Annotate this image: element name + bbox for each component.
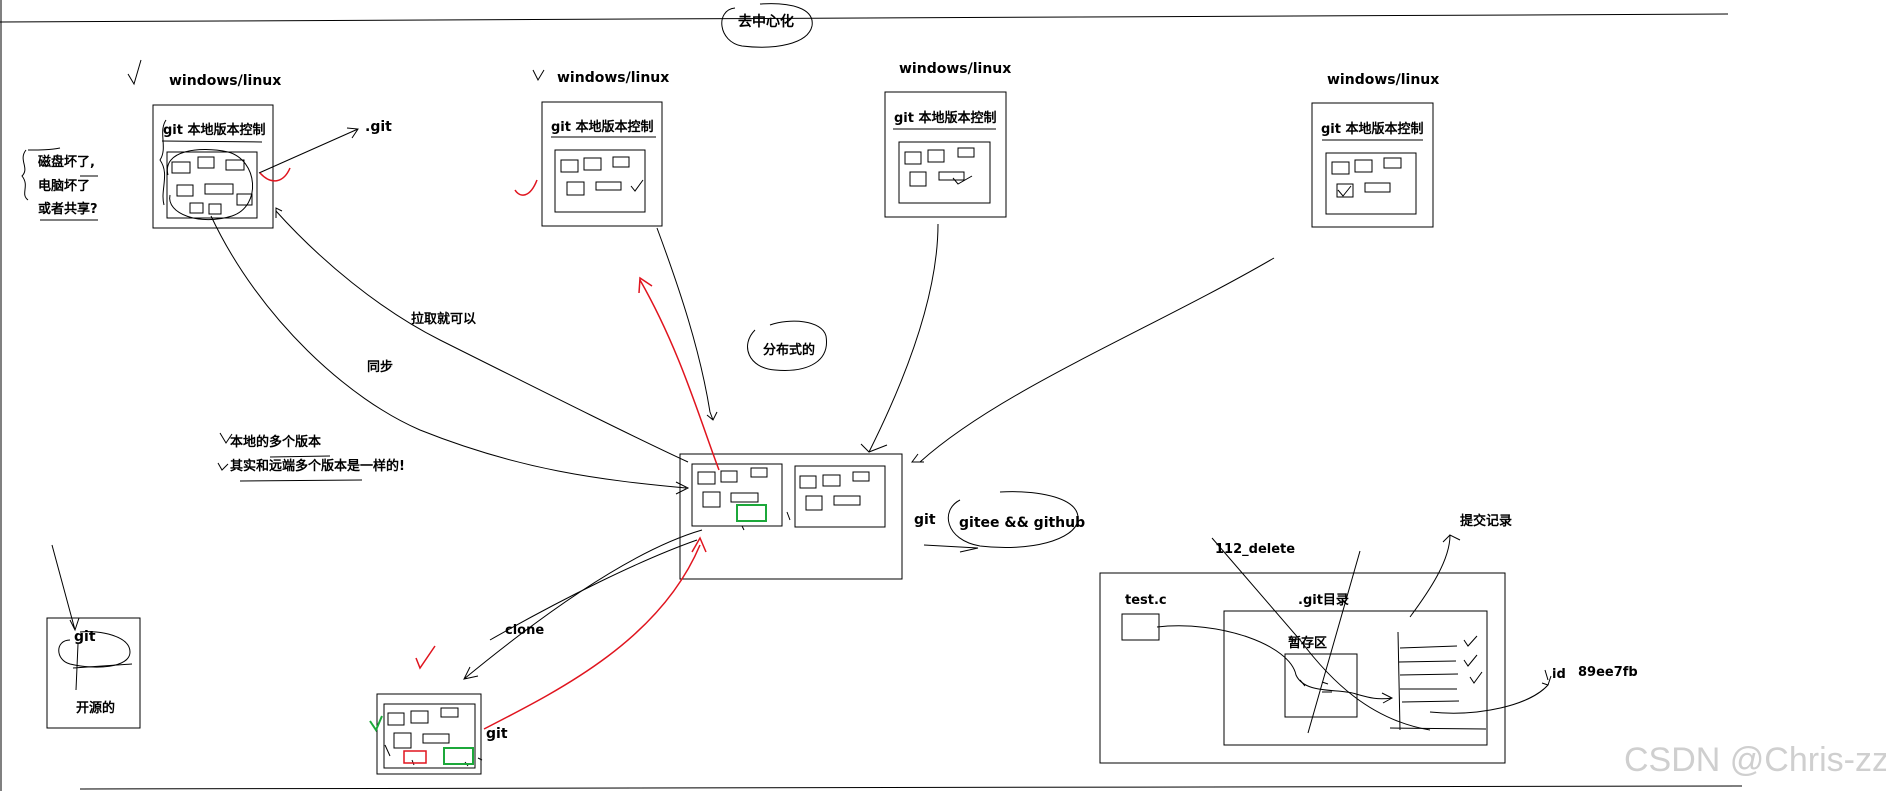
distributed-circle bbox=[747, 320, 827, 371]
machine-1-os-label: windows/linux bbox=[169, 73, 282, 89]
brace-left bbox=[21, 149, 29, 201]
clone-arrow-right bbox=[489, 539, 698, 641]
stage-label: 暂存区 bbox=[1288, 636, 1328, 651]
repo-outer-box bbox=[1099, 572, 1506, 764]
machine-3-inner-box bbox=[898, 141, 991, 204]
test-c-file-box bbox=[1121, 613, 1160, 641]
server-underline bbox=[923, 544, 979, 553]
machine-1-brace bbox=[159, 119, 167, 206]
stage-box bbox=[1284, 653, 1358, 718]
circle-around-notes bbox=[27, 147, 61, 151]
commit-name-label: 112_delete bbox=[1215, 542, 1296, 557]
client-inner-box bbox=[383, 703, 476, 769]
machine-4-vc-label: git 本地版本控制 bbox=[1321, 122, 1424, 137]
git-dir-title: .git目录 bbox=[1298, 593, 1349, 608]
red-client-to-server-arrow bbox=[483, 536, 707, 730]
platform-circle bbox=[947, 491, 1079, 549]
machine-box-3 bbox=[884, 91, 1007, 218]
machine4-line bbox=[911, 257, 1275, 463]
machine-4-inner-box bbox=[1325, 152, 1417, 215]
machine-3-vc-label: git 本地版本控制 bbox=[894, 111, 997, 126]
check-2 bbox=[532, 69, 545, 82]
machine-1-dashed-circle bbox=[166, 149, 254, 220]
green-check-client bbox=[369, 715, 383, 733]
top-divider-line bbox=[0, 13, 1729, 23]
delete-line bbox=[1211, 537, 1431, 731]
check-1 bbox=[127, 59, 142, 86]
clone-arrow-left bbox=[463, 529, 703, 680]
machine-1-underline bbox=[161, 140, 263, 143]
note-pc-broken: 电脑坏了 bbox=[38, 179, 91, 194]
server-left-panel bbox=[691, 463, 783, 527]
distributed-label: 分布式的 bbox=[763, 343, 816, 358]
id-pointer-arrow bbox=[1429, 669, 1552, 714]
diagram-title: 去中心化 bbox=[738, 14, 794, 30]
commit-record-arrow bbox=[1409, 534, 1461, 618]
open-source-git-box bbox=[46, 617, 141, 729]
git-dir-label: .git bbox=[365, 119, 392, 135]
machine-1-vc-label: git 本地版本控制 bbox=[163, 123, 266, 138]
title-circle bbox=[721, 3, 813, 48]
machine-2-os-label: windows/linux bbox=[557, 70, 670, 86]
platforms-label: gitee && github bbox=[959, 515, 1086, 531]
commit-record-label: 提交记录 bbox=[1460, 514, 1513, 529]
machine1-to-git-dir-arrow bbox=[258, 127, 359, 174]
red-check-machine2 bbox=[514, 179, 538, 196]
green-marker-client bbox=[443, 747, 474, 765]
machine-2-inner-box bbox=[554, 149, 646, 213]
file-to-stage-arrow bbox=[1156, 625, 1394, 704]
machine-3-os-label: windows/linux bbox=[899, 61, 1012, 77]
local-versions-label: 本地的多个版本 bbox=[230, 435, 322, 450]
local-versions-underline bbox=[269, 455, 331, 458]
machine-box-2 bbox=[541, 101, 663, 227]
remote-versions-label: 其实和远端多个版本是一样的! bbox=[230, 459, 405, 474]
note-disk-broken: 磁盘坏了, bbox=[38, 155, 95, 170]
bullet-checks bbox=[217, 432, 233, 471]
green-marker-server bbox=[736, 504, 767, 522]
red-push-arrow bbox=[638, 276, 720, 471]
sync-label: 同步 bbox=[367, 360, 394, 375]
red-check-machine1 bbox=[259, 167, 291, 182]
server-right-panel bbox=[794, 465, 886, 528]
machine2-line bbox=[656, 227, 718, 421]
pull-arrow bbox=[275, 207, 689, 463]
open-source-git-label: git bbox=[74, 629, 96, 645]
pull-label: 拉取就可以 bbox=[411, 312, 477, 327]
red-check-bottom bbox=[415, 645, 436, 670]
server-box bbox=[679, 453, 903, 580]
server-git-label: git bbox=[914, 512, 936, 528]
client-git-label: git bbox=[486, 726, 508, 742]
clone-label: clone bbox=[505, 623, 545, 638]
bottom-divider-line bbox=[79, 785, 1743, 790]
commit-log-lines bbox=[1389, 631, 1487, 731]
git-dir-box bbox=[1223, 610, 1488, 746]
machine-box-4 bbox=[1311, 102, 1434, 228]
id-value: 89ee7fb bbox=[1578, 665, 1638, 680]
id-label: id bbox=[1552, 667, 1566, 682]
csdn-watermark: CSDN @Chris-zz bbox=[1624, 741, 1886, 779]
remote-versions-underline bbox=[239, 479, 363, 482]
client-box bbox=[376, 693, 482, 775]
test-c-label: test.c bbox=[1125, 593, 1167, 608]
note-or-share: 或者共享? bbox=[38, 202, 98, 217]
machine-4-os-label: windows/linux bbox=[1327, 72, 1440, 88]
arrow-down-to-git-box bbox=[51, 544, 80, 632]
open-source-label: 开源的 bbox=[76, 701, 116, 716]
sync-arrow bbox=[210, 215, 690, 495]
machine3-line bbox=[860, 223, 939, 453]
machine-2-vc-label: git 本地版本控制 bbox=[551, 120, 654, 135]
note-underline-1 bbox=[40, 175, 98, 221]
red-marker-box bbox=[403, 750, 427, 764]
